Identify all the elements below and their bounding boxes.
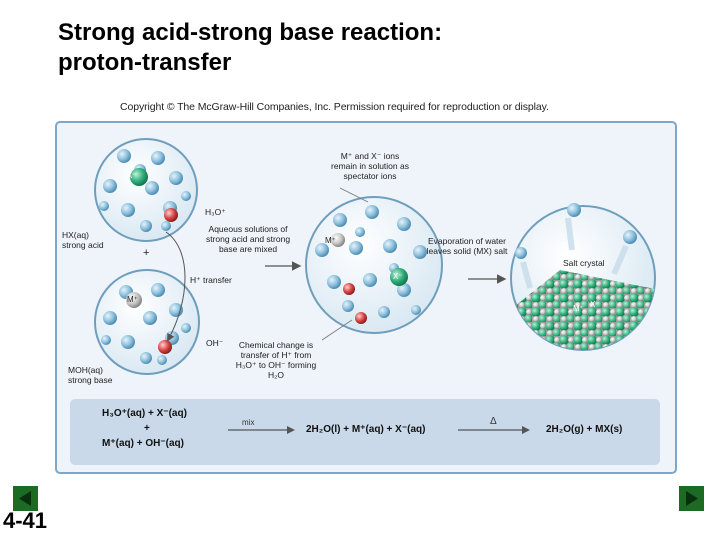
previous-slide-button[interactable] [13,486,38,511]
next-slide-button[interactable] [679,486,704,511]
page-number: 4-41 [3,508,47,534]
next-slide-icon [679,486,704,511]
middle-equation: 2H₂O(l) + M⁺(aq) + X⁻(aq) [306,424,425,435]
previous-slide-icon [13,486,38,511]
product-equation: 2H₂O(g) + MX(s) [546,424,622,435]
heat-label: Δ [490,416,497,427]
